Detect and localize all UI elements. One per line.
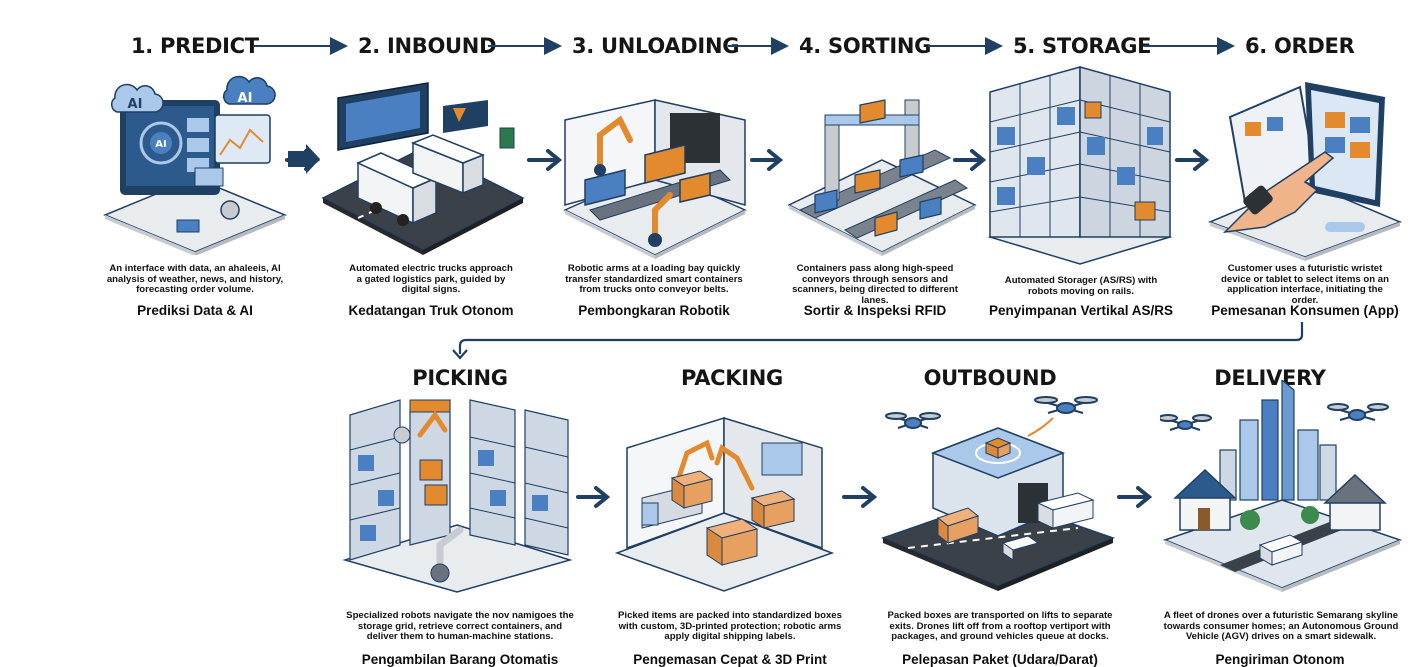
- stage-label-order: Pemesanan Konsumen (App): [1211, 303, 1399, 318]
- city-delivery-icon: [1160, 380, 1405, 593]
- svg-text:AI: AI: [128, 97, 143, 112]
- stage-desc-packing: Picked items are packed into standardize…: [618, 610, 842, 643]
- stage-title-storage: 5. STORAGE: [1013, 34, 1152, 58]
- svg-text:AI: AI: [155, 139, 166, 150]
- stage-desc-storage: Automated Storager (AS/RS) with robots m…: [1004, 275, 1158, 297]
- flow-arrows: [285, 144, 1304, 360]
- svg-text:AI: AI: [238, 91, 253, 106]
- stage-label-outbound: Pelepasan Paket (Udara/Darat): [902, 652, 1098, 667]
- stage-title-order: 6. ORDER: [1245, 34, 1355, 58]
- stage-desc-picking: Specialized robots navigate the nov nami…: [346, 610, 574, 643]
- tablet-icon: [1205, 72, 1405, 262]
- stage-desc-order: Customer uses a futuristic wristet devic…: [1221, 263, 1389, 306]
- drone-left: [885, 412, 941, 429]
- stage-desc-inbound: Automated electric trucks approach a gat…: [349, 263, 513, 296]
- title-flow-arrows: [254, 37, 1235, 55]
- stage-desc-outbound: Packed boxes are transported on lifts to…: [887, 610, 1113, 643]
- stage-title-outbound: OUTBOUND: [923, 366, 1057, 390]
- stage-label-predict: Prediksi Data & AI: [137, 303, 253, 318]
- stage-desc-predict: An interface with data, an ahaleeis, AI …: [106, 263, 284, 296]
- drone-icon: [878, 388, 1118, 593]
- stage-label-delivery: Pengiriman Otonom: [1215, 652, 1345, 667]
- robot-arm-icon: [560, 95, 750, 260]
- stage-label-storage: Penyimpanan Vertikal AS/RS: [988, 303, 1174, 318]
- row2-flow-arrows: [576, 486, 1153, 508]
- stage-desc-unloading: Robotic arms at a loading bay quickly tr…: [565, 263, 743, 296]
- drone-right: [1034, 396, 1098, 414]
- stage-title-picking: PICKING: [412, 366, 508, 390]
- stage-desc-delivery: A fleet of drones over a futuristic Sema…: [1163, 610, 1399, 643]
- picking-robot-icon: [340, 395, 575, 595]
- packing-icon: [612, 413, 837, 593]
- stage-title-delivery: DELIVERY: [1214, 366, 1326, 390]
- stage-label-unloading: Pembongkaran Robotik: [578, 303, 730, 318]
- ai-dashboard-icon: AI AI AI: [95, 70, 295, 255]
- stage-label-packing: Pengemasan Cepat & 3D Print: [633, 652, 827, 667]
- conveyor-icon: [785, 90, 980, 258]
- stage-desc-sorting: Containers pass along high-speed conveyo…: [792, 263, 958, 306]
- stage-title-packing: PACKING: [681, 366, 783, 390]
- stage-label-picking: Pengambilan Barang Otomatis: [361, 652, 559, 667]
- stage-title-sorting: 4. SORTING: [799, 34, 932, 58]
- stage-title-predict: 1. PREDICT: [131, 34, 259, 58]
- row-connector-line: [458, 322, 1304, 354]
- stage-title-inbound: 2. INBOUND: [358, 34, 497, 58]
- stage-label-inbound: Kedatangan Truk Otonom: [348, 303, 514, 318]
- truck-icon: [318, 78, 528, 258]
- storage-rack-icon: [985, 62, 1175, 267]
- stage-title-unloading: 3. UNLOADING: [572, 34, 740, 58]
- stage-label-sorting: Sortir & Inspeksi RFID: [803, 303, 947, 318]
